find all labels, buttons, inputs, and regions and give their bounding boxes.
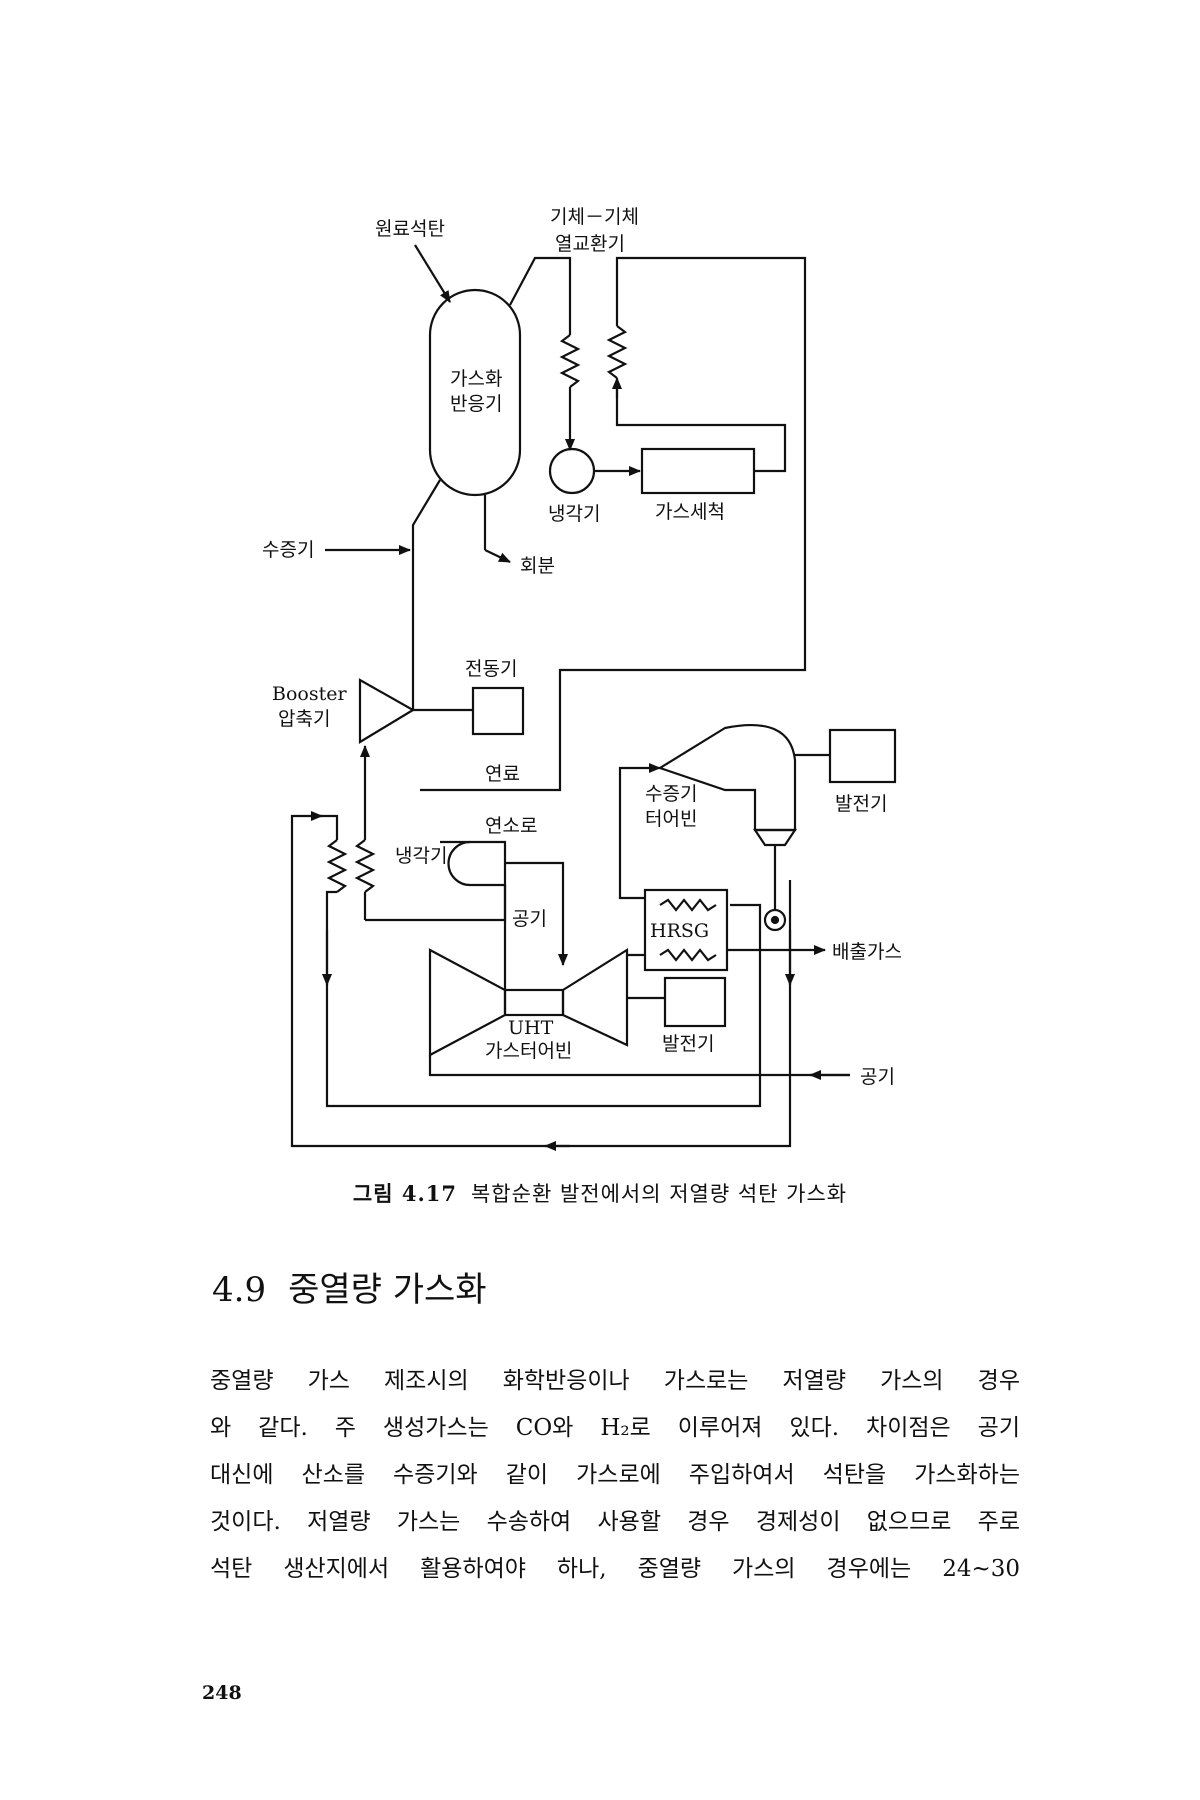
turbine-shaft-box — [503, 988, 565, 1017]
exchanger-outlet-line — [420, 256, 807, 792]
label-air-combustor: 공기 — [512, 908, 547, 930]
process-diagram: 원료석탄 기체－기체 열교환기 가스화 반응기 수증기 회분 냉각기 가스세척 … — [262, 206, 902, 1151]
label-combustor: 연소로 — [485, 815, 537, 837]
turbine-shape — [561, 948, 629, 1047]
cooler-to-combustor-line — [365, 885, 507, 922]
label-hrsg: HRSG — [650, 920, 709, 942]
recirc-left-line — [290, 814, 792, 1148]
cleaning-return-line — [615, 385, 787, 473]
label-cooler-left: 냉각기 — [395, 845, 447, 867]
pump-circle — [763, 908, 787, 932]
section-title: 중열량 가스화 — [288, 1270, 487, 1310]
label-gas-turbine: 가스터어빈 — [485, 1040, 572, 1062]
ash-arrow — [484, 549, 511, 563]
section-number: 4.9 — [212, 1270, 267, 1310]
air-in-line — [428, 1055, 850, 1077]
body-paragraph: 중열량 가스 제조시의 화학반응이나 가스로는 저열량 가스의 경우 와 같다.… — [210, 1358, 1020, 1593]
label-exhaust: 배출가스 — [832, 941, 902, 963]
motor-box — [471, 686, 525, 736]
label-steam-in: 수증기 — [262, 539, 314, 561]
label-gas-cleaning: 가스세척 — [655, 501, 725, 523]
page-number: 248 — [202, 1682, 242, 1704]
cooler-top-circle — [548, 447, 596, 495]
label-uht: UHT — [508, 1017, 554, 1039]
generator-top-box — [828, 728, 897, 784]
label-fuel: 연료 — [485, 763, 520, 785]
label-exchanger-1: 기체－기체 — [550, 206, 639, 228]
figure-caption: 그림 4.17 복합순환 발전에서의 저열량 석탄 가스화 — [0, 1178, 1200, 1208]
condenser-nozzle — [752, 828, 798, 847]
body-line: 석탄 생산지에서 활용하여야 하나, 중열량 가스의 경우에는 24~30 — [210, 1556, 1020, 1582]
label-gasifier-1: 가스화 — [450, 368, 502, 390]
label-ash: 회분 — [520, 555, 555, 577]
combustor — [447, 840, 507, 887]
gas-cleaning-box — [640, 447, 756, 495]
pump-dot — [770, 915, 780, 925]
label-steam-turbine-1: 수증기 — [645, 783, 697, 805]
section-heading: 4.9 중열량 가스화 — [212, 1262, 487, 1311]
gasifier-outlet-line — [509, 256, 572, 335]
recirc-inner-line — [325, 890, 762, 1108]
label-air-in: 공기 — [860, 1066, 895, 1088]
label-steam-turbine-2: 터어빈 — [645, 808, 697, 830]
booster-to-gasifier-line — [411, 479, 441, 710]
cooler-left-coil-a — [354, 839, 376, 893]
label-generator-bottom: 발전기 — [662, 1033, 714, 1055]
exchanger-coil-left — [559, 334, 581, 388]
hrsg-to-steam-turbine-line — [618, 763, 661, 900]
hrsg-box — [643, 888, 729, 972]
hrsg-coil-bottom — [659, 948, 717, 962]
label-generator-top: 발전기 — [835, 793, 887, 815]
label-exchanger-2: 열교환기 — [555, 233, 625, 255]
body-line: 대신에 산소를 수증기와 같이 가스로에 주입하여서 석탄을 가스화하는 — [210, 1462, 1020, 1488]
exchanger-coil-right — [606, 325, 628, 379]
combustor-to-turbine-line — [505, 861, 568, 966]
booster-compressor — [358, 678, 416, 744]
body-line: 중열량 가스 제조시의 화학반응이나 가스로는 저열량 가스의 경우 — [210, 1368, 1020, 1394]
body-line: 와 같다. 주 생성가스는 CO와 H₂로 이루어져 있다. 차이점은 공기 — [210, 1415, 1020, 1441]
label-feed-coal: 원료석탄 — [375, 218, 445, 240]
body-line: 것이다. 저열량 가스는 수송하여 사용할 경우 경제성이 없으므로 주로 — [210, 1509, 1020, 1535]
feed-coal-arrow — [414, 244, 451, 303]
label-motor: 전동기 — [465, 658, 517, 680]
hrsg-coil-top — [659, 898, 717, 912]
label-gasifier-2: 반응기 — [450, 393, 502, 415]
cooler-left-coil-b — [326, 839, 348, 893]
label-cooler-top: 냉각기 — [548, 503, 600, 525]
label-booster-2: 압축기 — [278, 708, 330, 730]
figure-caption-text: 복합순환 발전에서의 저열량 석탄 가스화 — [470, 1182, 848, 1206]
label-booster-1: Booster — [272, 683, 347, 705]
figure-number: 그림 4.17 — [352, 1181, 457, 1206]
generator-bottom-box — [663, 976, 727, 1028]
gasifier-vessel — [428, 288, 522, 497]
